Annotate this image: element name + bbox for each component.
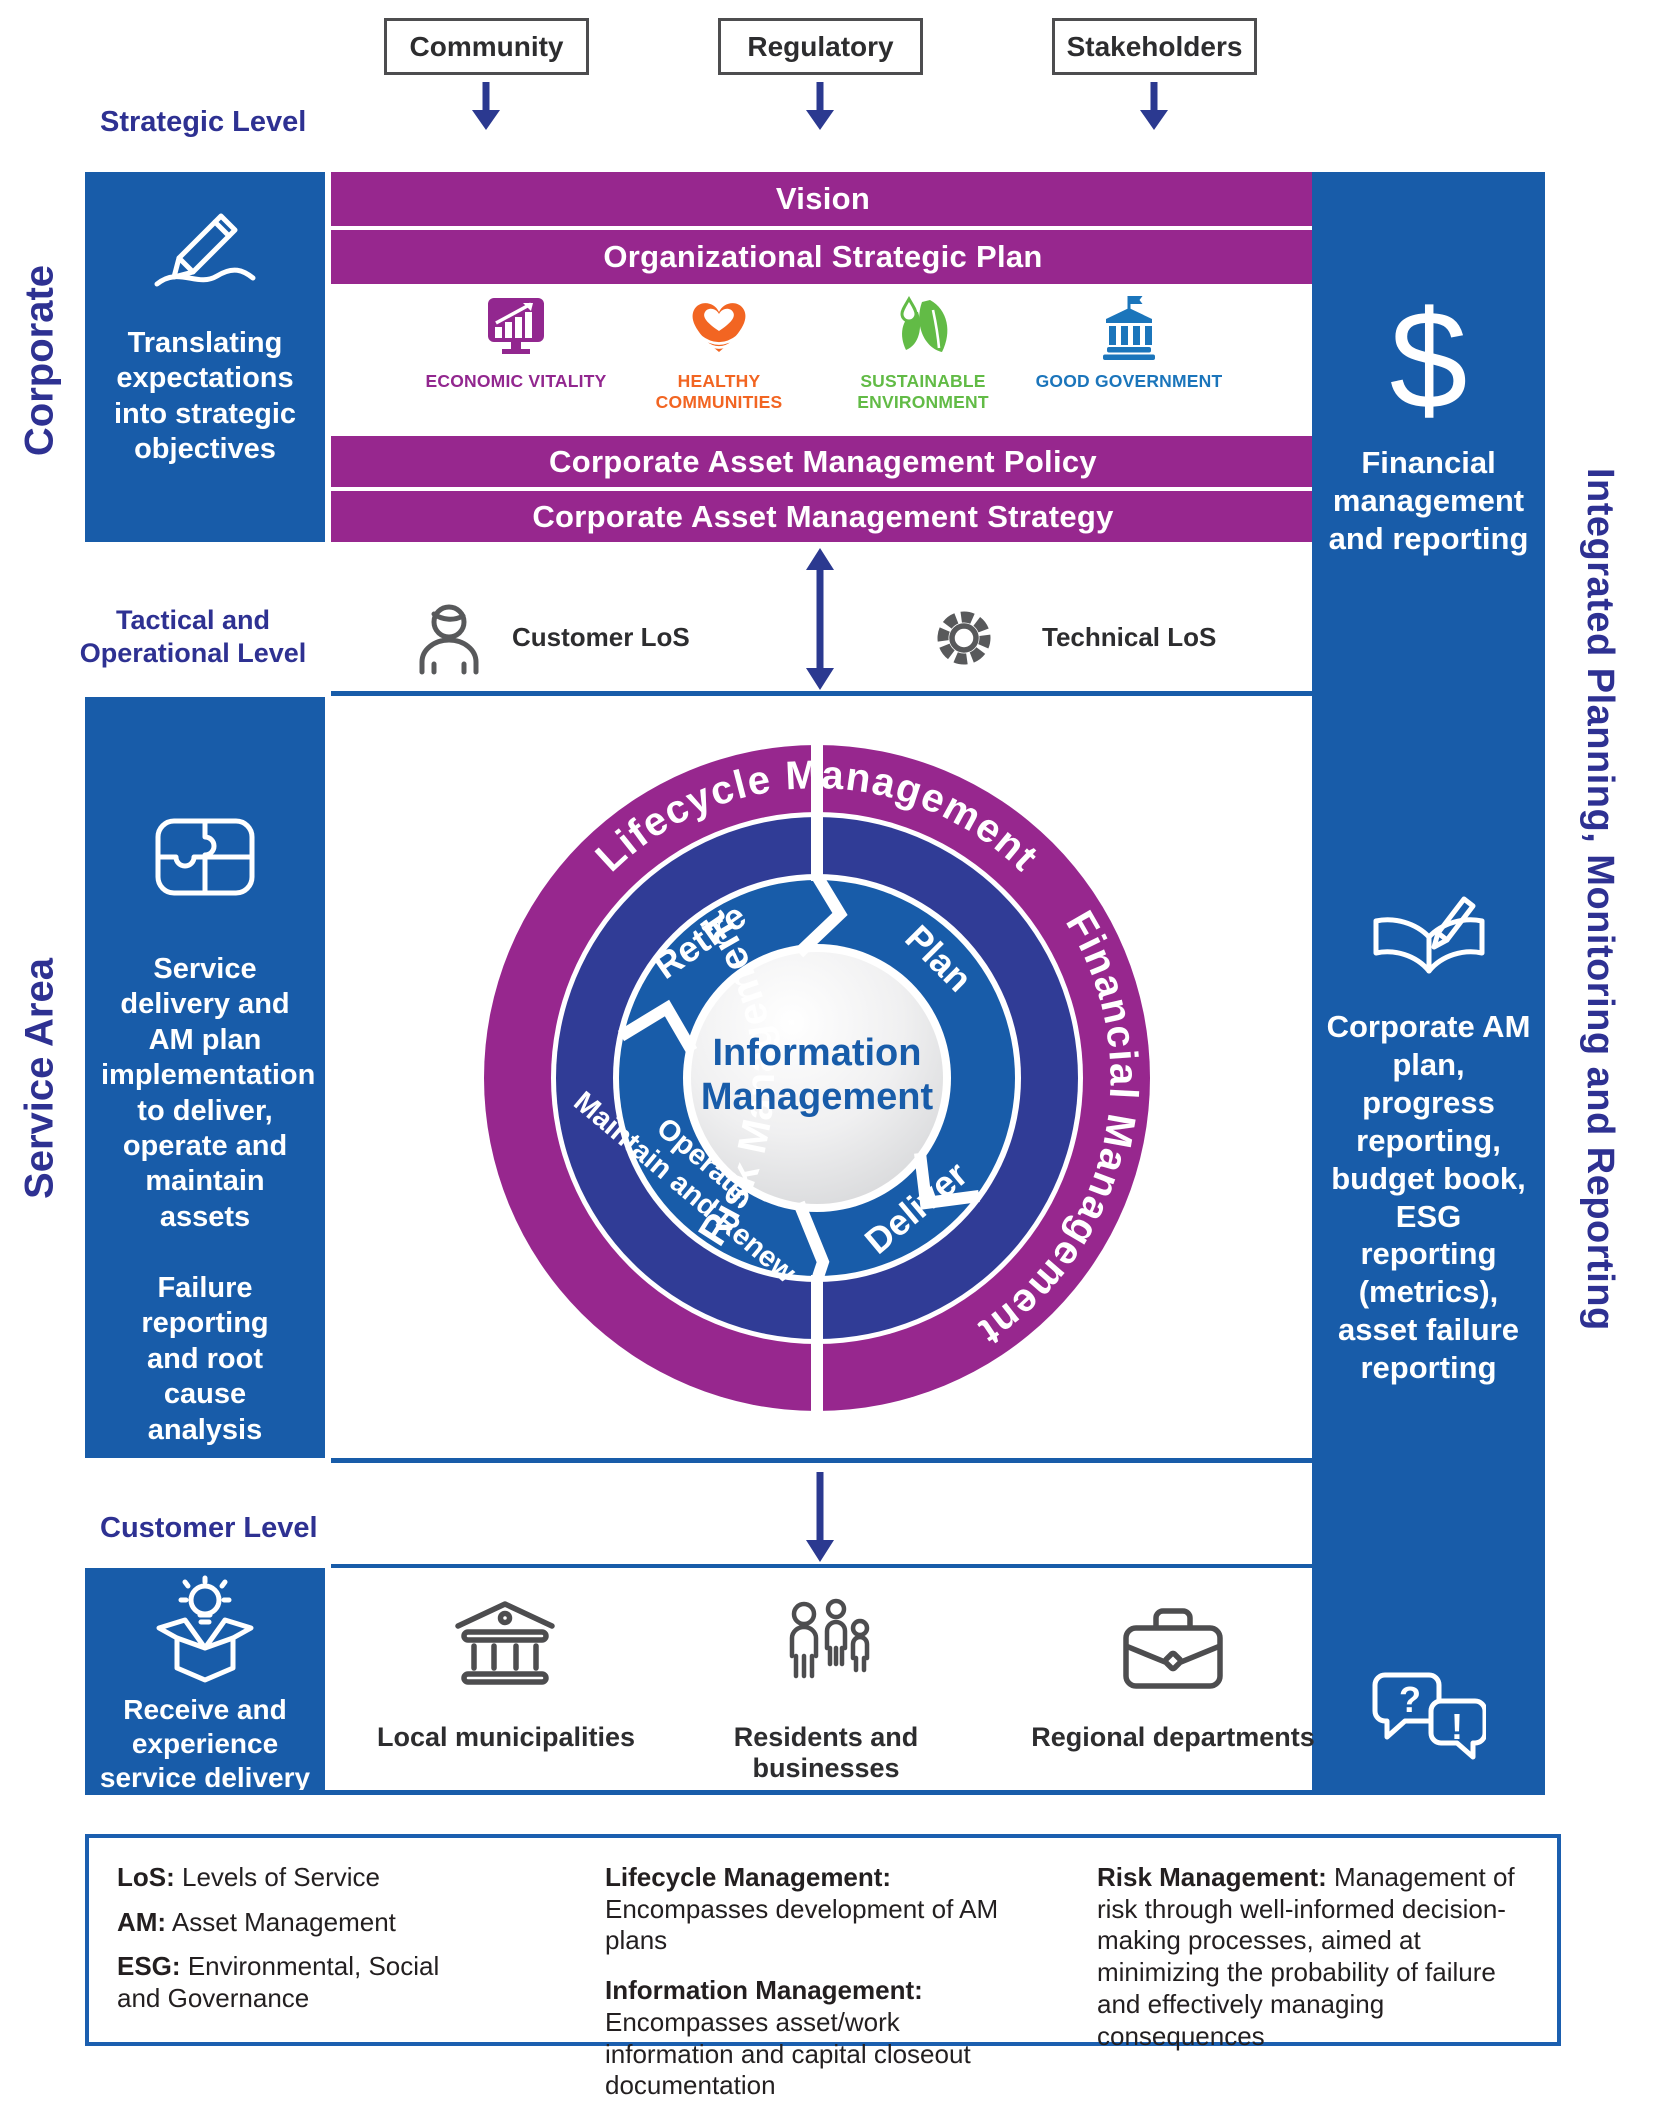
people-icon: [789, 1598, 870, 1679]
service-delivery-box: Service delivery and AM plan implementat…: [85, 697, 325, 1458]
pillar-healthy-communities: HEALTHY COMMUNITIES: [624, 294, 814, 412]
pillar-label: HEALTHY COMMUNITIES: [655, 371, 783, 412]
legend-term: LoS:: [117, 1862, 175, 1892]
corporate-am-note: Corporate AM plan, progress reporting, b…: [1326, 1009, 1531, 1385]
legend-item: Risk Management: Management of risk thro…: [1097, 1862, 1539, 2052]
legend-term: Lifecycle Management:: [605, 1862, 892, 1892]
down-arrow-icon: [1140, 82, 1168, 130]
cam-policy-label: Corporate Asset Management Policy: [549, 443, 1097, 479]
chat-question-glyph: ?: [1399, 1679, 1421, 1720]
legend-def: Encompasses asset/work information and c…: [605, 2006, 971, 2101]
pillar-label: ECONOMIC VITALITY: [425, 371, 607, 391]
integrated-planning-side-title: Integrated Planning, Monitoring and Repo…: [1579, 468, 1621, 1331]
cam-strategy-label: Corporate Asset Management Strategy: [532, 498, 1114, 534]
legend-item: ESG: Environmental, Social and Governanc…: [117, 1951, 469, 2014]
financial-management-note: Financial management and reporting: [1328, 445, 1529, 556]
person-icon: [419, 604, 479, 675]
ring-split-bottom: [811, 1275, 823, 1417]
cam-strategy-bar: Corporate Asset Management Strategy: [331, 491, 1315, 542]
book-pencil-icon: [1373, 896, 1484, 974]
double-arrow-icon: [806, 548, 834, 690]
segment-chevron-separators: [617, 872, 980, 1282]
customer-feedback-chat-icon: ? !: [1372, 1672, 1488, 1760]
receive-note: Receive and experience service delivery: [99, 1694, 311, 1794]
legend-term: AM:: [117, 1906, 167, 1937]
leaf-droplet-icon: [900, 295, 948, 352]
legend-term: ESG:: [117, 1951, 181, 1982]
legend-def: Encompasses development of AM plans: [605, 1893, 999, 1956]
box-lightbulb-icon: [156, 1575, 254, 1683]
top-box-label: Community: [409, 30, 564, 62]
divider-line: [331, 1564, 1315, 1568]
corporate-side-title: Corporate: [17, 264, 62, 457]
strategic-level-label: Strategic Level: [100, 106, 307, 138]
top-box-stakeholders: Stakeholders: [1052, 18, 1257, 75]
top-box-community: Community: [384, 18, 589, 75]
legend-item: AM: Asset Management: [117, 1907, 469, 1939]
puzzle-icon: [155, 818, 255, 896]
divider-line: [85, 1790, 1545, 1795]
integrated-reporting-column: $ Financial management and reporting Cor…: [1312, 172, 1545, 1855]
org-strategic-plan-bar: Organizational Strategic Plan: [331, 230, 1315, 284]
corporate-note: Translating expectations into strategic …: [113, 327, 297, 466]
pillar-good-government: GOOD GOVERNMENT: [1034, 294, 1224, 392]
top-box-regulatory: Regulatory: [718, 18, 923, 75]
customer-item-label: Residents and businesses: [733, 1722, 919, 1783]
legend-item: LoS: Levels of Service: [117, 1862, 469, 1894]
center-label-line2: Management: [701, 1076, 934, 1118]
vision-bar-label: Vision: [775, 181, 871, 216]
heart-hands-icon: [692, 303, 746, 352]
gear-icon: [937, 611, 991, 665]
service-note-1: Service delivery and AM plan implementat…: [101, 953, 316, 1233]
customer-item-label: Local municipalities: [376, 1722, 636, 1752]
chart-monitor-icon: [488, 298, 544, 354]
pillar-label: GOOD GOVERNMENT: [1035, 371, 1223, 391]
legend-definitions-right: Risk Management: Management of risk thro…: [1097, 1862, 1539, 2065]
legend-box: LoS: Levels of Service AM: Asset Managem…: [85, 1834, 1561, 2100]
divider-line: [331, 691, 1315, 696]
pencil-writing-icon: [154, 213, 256, 287]
customer-los-label: Customer LoS: [512, 622, 690, 652]
top-box-label: Stakeholders: [1066, 30, 1243, 62]
legend-term: Information Management:: [605, 1975, 923, 2006]
cam-policy-bar: Corporate Asset Management Policy: [331, 436, 1315, 487]
legend-abbreviations: LoS: Levels of Service AM: Asset Managem…: [117, 1862, 469, 2028]
pillar-sustainable-environment: SUSTAINABLE ENVIRONMENT: [828, 294, 1018, 412]
down-arrow-icon: [472, 82, 500, 130]
briefcase-icon: [1123, 1608, 1223, 1689]
divider-line: [331, 1458, 1315, 1463]
legend-definitions-middle: Lifecycle Management: Encompasses develo…: [605, 1862, 1033, 2115]
center-label-line1: Information: [713, 1032, 922, 1074]
pillar-economic-vitality: ECONOMIC VITALITY: [421, 294, 611, 392]
legend-def: Environmental, Social and Governance: [117, 1951, 440, 2014]
org-strategic-plan-label: Organizational Strategic Plan: [603, 239, 1043, 274]
legend-item: Lifecycle Management: Encompasses develo…: [605, 1862, 1033, 1957]
down-arrow-icon: [806, 82, 834, 130]
ring-split-top: [811, 739, 823, 881]
chat-exclamation-glyph: !: [1451, 1706, 1463, 1747]
vision-bar: Vision: [331, 172, 1315, 226]
service-area-side-title: Service Area: [17, 958, 62, 1199]
customer-level-label: Customer Level: [100, 1512, 318, 1544]
legend-def: Management of risk through well-informed…: [1097, 1862, 1515, 2051]
down-arrow-icon: [806, 1472, 834, 1562]
asset-management-cycle-diagram: Lifecycle Management Financial Managemen…: [484, 739, 1150, 1417]
bank-icon: [455, 1601, 555, 1685]
pillar-label: SUSTAINABLE ENVIRONMENT: [857, 371, 989, 412]
legend-item: Information Management: Encompasses asse…: [605, 1975, 1033, 2102]
top-box-label: Regulatory: [747, 30, 894, 62]
technical-los-label: Technical LoS: [1042, 622, 1217, 652]
legend-term: Risk Management:: [1097, 1862, 1327, 1892]
government-building-icon: [1103, 296, 1155, 360]
dollar-icon: $: [1389, 281, 1468, 438]
corporate-translating-box: Translating expectations into strategic …: [85, 172, 325, 542]
service-note-2: Failure reporting and root cause analysi…: [141, 1272, 269, 1446]
legend-def: Asset Management: [171, 1906, 396, 1937]
customer-item-label: Regional departments: [1031, 1722, 1315, 1752]
legend-def: Levels of Service: [182, 1862, 380, 1892]
tactical-level-label: Tactical and Operational Level: [79, 605, 307, 668]
receive-service-box: Receive and experience service delivery: [85, 1568, 325, 1793]
